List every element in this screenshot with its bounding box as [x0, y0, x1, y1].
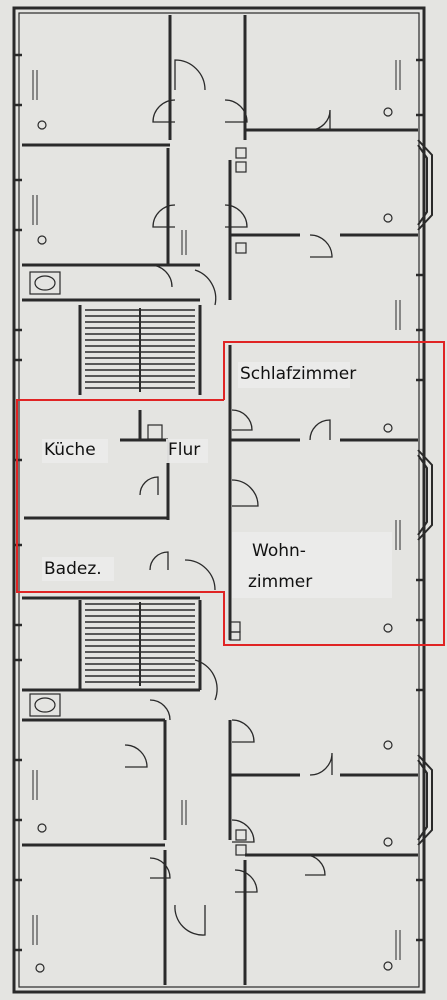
dimension-annotations [32, 60, 401, 960]
label-background [232, 532, 392, 598]
room-label-badezimmer: Badez. [44, 559, 102, 579]
interior-walls [22, 15, 418, 985]
staircase-lower [85, 602, 195, 686]
apartment-highlight [16, 341, 445, 646]
label-background [166, 439, 208, 463]
room-label-wohnzimmer-line2: zimmer [248, 572, 313, 592]
bay-windows [417, 139, 433, 846]
room-label-kueche: Küche [44, 440, 96, 460]
label-background [42, 439, 108, 463]
room-label-wohnzimmer-line1: Wohn- [252, 541, 306, 561]
building-outline [12, 6, 426, 994]
door-swings [124, 59, 333, 936]
fixtures [29, 107, 393, 973]
label-background [42, 557, 114, 581]
room-label-schlafzimmer: Schlafzimmer [240, 364, 357, 384]
staircase-upper [85, 308, 195, 392]
label-background [238, 362, 350, 388]
room-label-flur: Flur [168, 440, 201, 460]
